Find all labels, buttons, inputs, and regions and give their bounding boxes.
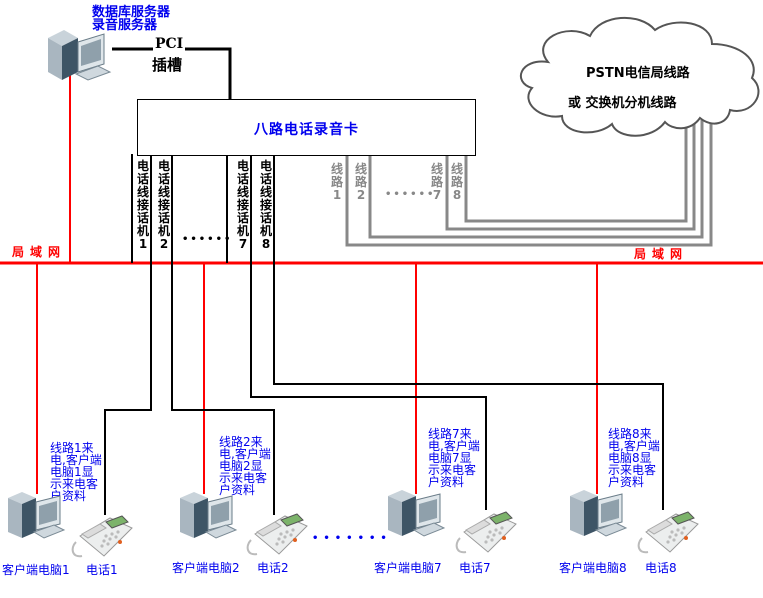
recording-card: 八路电话录音卡: [137, 99, 476, 156]
client-note-7: 线路7来电,客户端电脑7显示来电客户资料: [428, 427, 480, 489]
client-pc-label-2: 客户端电脑2: [172, 561, 240, 575]
phone-wire-7: [250, 154, 487, 510]
pstn-wire-7: [445, 120, 696, 231]
desk-phone-icon: [636, 508, 700, 562]
phone-wire-8: [273, 154, 664, 510]
line-ports-ellipsis: ••••••: [385, 189, 436, 200]
pstn-wire-1: [345, 115, 713, 247]
client-note-1: 线路1来电,客户端电脑1显示来电客户资料: [50, 441, 102, 503]
pci-label: PCI: [153, 36, 186, 52]
phone-wire-1: [104, 154, 152, 515]
client-computer-icon: [388, 488, 446, 544]
client-note-2: 线路2来电,客户端电脑2显示来电客户资料: [219, 435, 271, 497]
cloud-line1: PSTN电信局线路: [586, 66, 690, 81]
client-phone-label-2: 电话2: [257, 561, 289, 575]
desk-phone-icon: [245, 510, 309, 564]
server-computer-icon: [48, 28, 112, 88]
pci-slot-label: 插槽: [152, 56, 183, 74]
client-computer-icon: [570, 488, 628, 544]
client-note-8: 线路8来电,客户端电脑8显示来电客户资料: [608, 427, 660, 489]
recording-card-label: 八路电话录音卡: [254, 122, 359, 138]
cloud-line2: 或 交换机分机线路: [568, 96, 677, 111]
desk-phone-icon: [70, 512, 134, 566]
client-pc-label-8: 客户端电脑8: [559, 561, 627, 575]
desk-phone-icon: [454, 508, 518, 562]
phone-ports-ellipsis: ••••••: [182, 234, 233, 245]
pstn-wire-2: [368, 120, 704, 239]
client-phone-label-8: 电话8: [645, 561, 677, 575]
pci-bus-wire: [112, 47, 232, 99]
cloud-icon: [520, 17, 760, 137]
phone-wire-2: [171, 154, 275, 515]
client-phone-label-1: 电话1: [86, 563, 118, 577]
clients-ellipsis: •••••••: [312, 533, 392, 544]
client-computer-icon: [180, 490, 238, 546]
client-computer-icon: [8, 490, 66, 546]
client-pc-label-7: 客户端电脑7: [374, 561, 442, 575]
client-pc-label-1: 客户端电脑1: [2, 563, 70, 577]
lan-label-left: 局域网: [12, 245, 67, 259]
pstn-wire-8: [464, 122, 688, 223]
lan-label-right: 局域网: [634, 247, 689, 261]
server-title: 数据库服务器 录音服务器: [92, 5, 171, 33]
client-phone-label-7: 电话7: [459, 561, 491, 575]
